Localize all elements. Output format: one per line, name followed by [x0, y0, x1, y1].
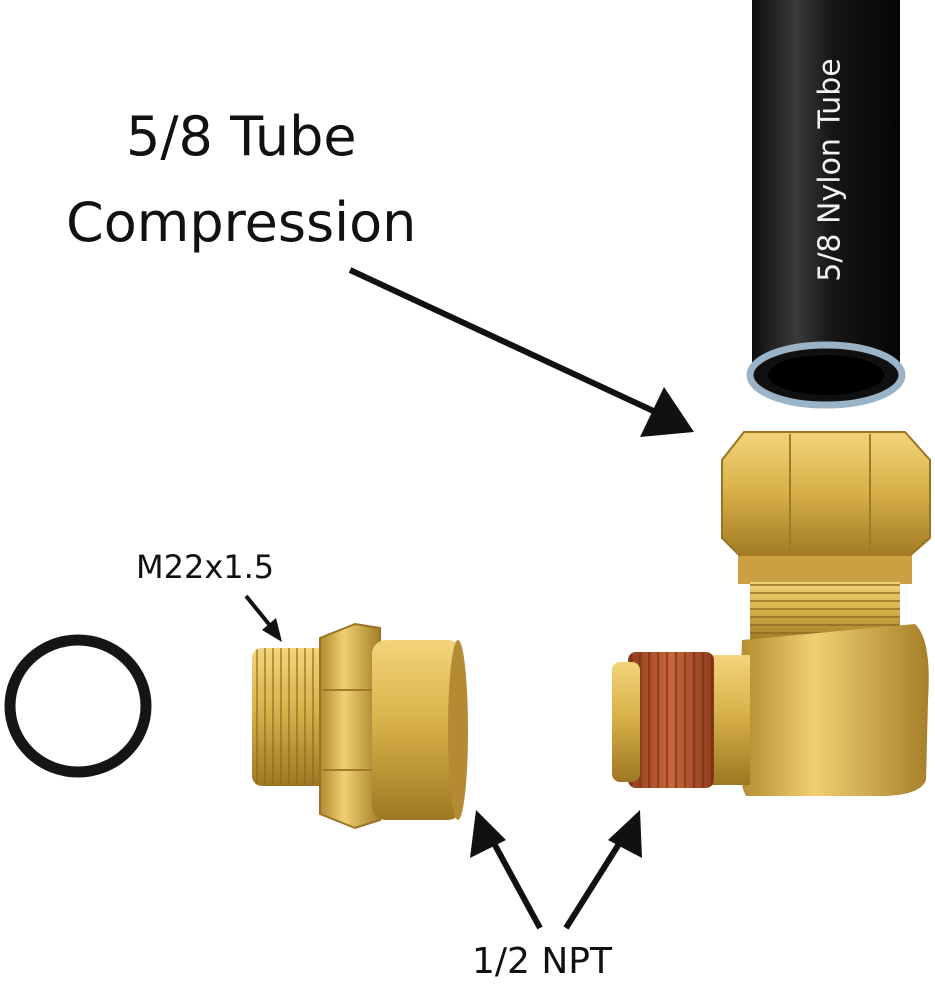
arrow-compression	[348, 267, 694, 437]
tube-label: 5/8 Nylon Tube	[812, 58, 848, 282]
elbow-fitting	[612, 431, 931, 796]
title-line-1: 5/8 Tube	[126, 105, 357, 168]
thread-size-label: M22x1.5	[136, 548, 275, 586]
arrow-m22	[244, 594, 282, 642]
arrow-npt-left	[470, 810, 543, 930]
nylon-tube	[746, 0, 906, 409]
title-line-2: Compression	[66, 191, 417, 254]
adapter-fitting	[252, 622, 468, 830]
npt-label: 1/2 NPT	[472, 941, 613, 982]
arrow-npt-right	[563, 810, 642, 930]
o-ring	[4, 634, 152, 778]
